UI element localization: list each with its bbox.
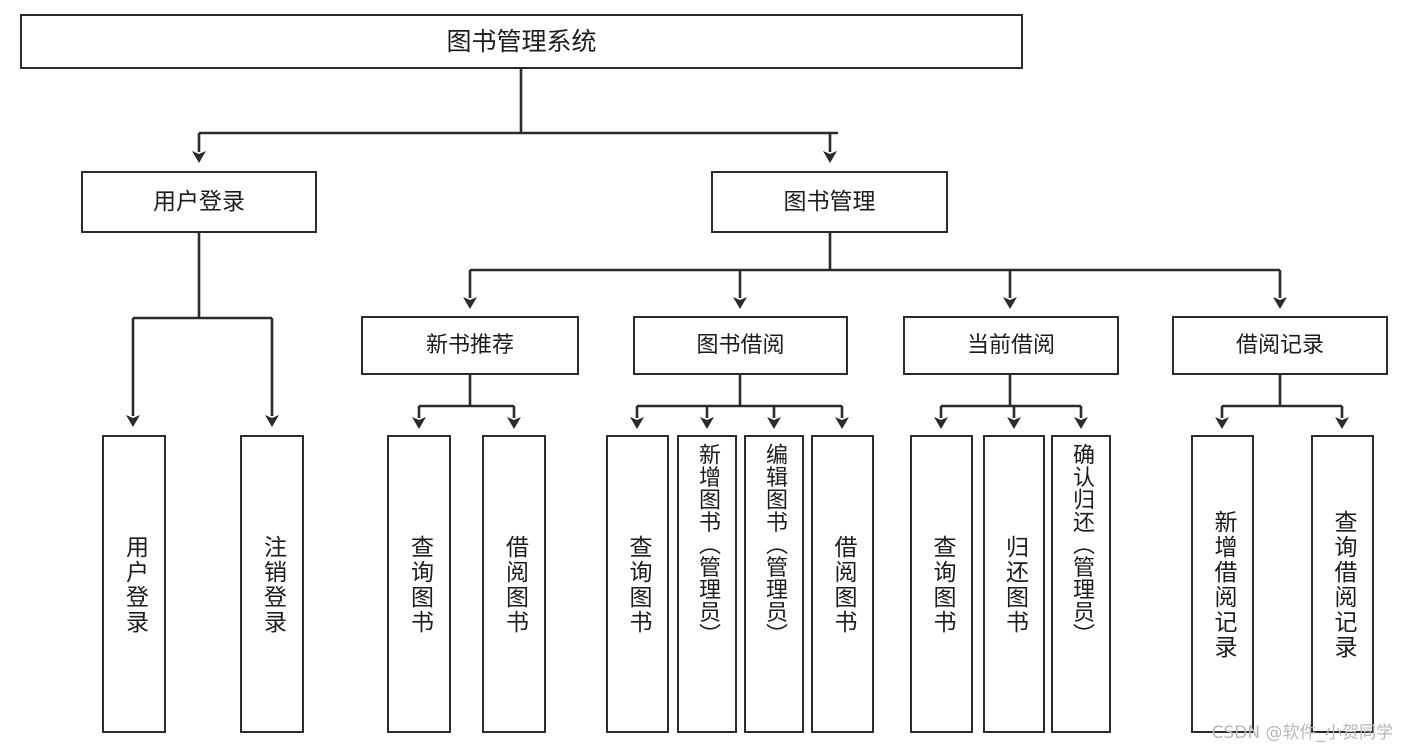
node-label: 当前借阅: [966, 332, 1055, 358]
node-label: 归还图书: [1001, 535, 1028, 635]
node-leaf-return-book[interactable]: 归还图书: [983, 435, 1045, 733]
node-label: 用户登录: [121, 535, 148, 635]
node-label: 新增借阅记录: [1210, 510, 1236, 660]
node-leaf-add-borrow-record[interactable]: 新增借阅记录: [1191, 435, 1254, 733]
node-leaf-logout-login[interactable]: 注销登录: [240, 435, 304, 733]
node-label: 借阅图书: [830, 535, 856, 635]
node-label: 借阅记录: [1235, 332, 1324, 358]
node-book-borrow[interactable]: 图书借阅: [633, 316, 848, 375]
node-book-manage[interactable]: 图书管理: [711, 171, 948, 233]
node-new-book-recommend[interactable]: 新书推荐: [361, 316, 579, 375]
node-label: 图书管理系统: [446, 27, 597, 56]
node-label: 编辑图书（管理员）: [762, 443, 787, 646]
node-label: 确认归还（管理员）: [1069, 443, 1094, 646]
node-label: 新增图书（管理员）: [695, 443, 720, 646]
node-label: 查询图书: [625, 535, 651, 635]
node-label: 查询图书: [929, 535, 955, 635]
node-leaf-query-book-1[interactable]: 查询图书: [387, 435, 451, 733]
node-leaf-query-borrow-record[interactable]: 查询借阅记录: [1311, 435, 1374, 733]
node-label: 新书推荐: [425, 332, 514, 358]
node-leaf-borrow-book-1[interactable]: 借阅图书: [482, 435, 546, 733]
node-user-login[interactable]: 用户登录: [81, 171, 317, 233]
node-label: 借阅图书: [501, 535, 528, 635]
node-label: 查询借阅记录: [1330, 510, 1356, 660]
node-borrow-record[interactable]: 借阅记录: [1172, 316, 1388, 375]
node-leaf-add-book-admin[interactable]: 新增图书（管理员）: [677, 435, 737, 733]
node-current-borrow[interactable]: 当前借阅: [903, 316, 1119, 375]
node-label: 图书借阅: [696, 332, 785, 358]
node-leaf-confirm-return-admin[interactable]: 确认归还（管理员）: [1051, 435, 1111, 733]
node-root-system[interactable]: 图书管理系统: [20, 14, 1023, 69]
node-label: 用户登录: [153, 188, 245, 215]
node-leaf-query-book-2[interactable]: 查询图书: [606, 435, 669, 733]
node-leaf-query-book-3[interactable]: 查询图书: [910, 435, 973, 733]
node-label: 注销登录: [259, 535, 286, 635]
node-label: 查询图书: [406, 535, 433, 635]
node-leaf-edit-book-admin[interactable]: 编辑图书（管理员）: [744, 435, 804, 733]
node-leaf-user-login[interactable]: 用户登录: [102, 435, 166, 733]
node-label: 图书管理: [783, 188, 876, 215]
node-leaf-borrow-book-2[interactable]: 借阅图书: [811, 435, 874, 733]
